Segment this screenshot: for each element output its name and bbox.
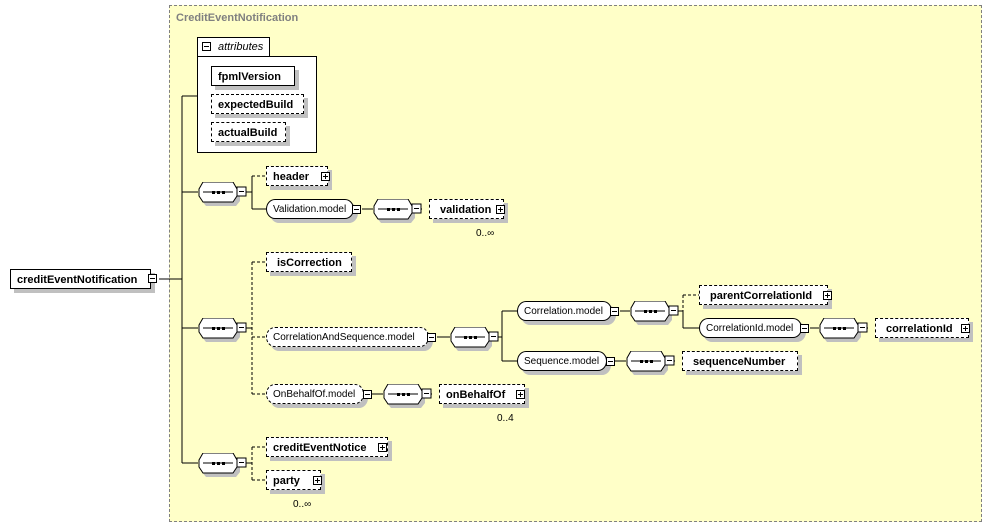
element-sequencenumber[interactable]: sequenceNumber	[682, 351, 798, 371]
element-crediteventnotice[interactable]: creditEventNotice	[266, 437, 388, 457]
group-label: Correlation.model	[524, 306, 603, 317]
group-label: Sequence.model	[524, 356, 600, 367]
element-label: validation	[440, 204, 492, 216]
collapse-toggle-icon[interactable]	[606, 357, 615, 366]
attribute-expectedbuild[interactable]: expectedBuild	[211, 94, 304, 114]
cardinality-label: 0..4	[497, 413, 514, 424]
group-sequence-model[interactable]: Sequence.model	[517, 351, 607, 371]
cardinality-label: 0..∞	[476, 228, 495, 239]
collapse-toggle-icon[interactable]	[610, 307, 619, 316]
element-label: onBehalfOf	[446, 389, 506, 401]
sequence-compositor-icon[interactable]	[450, 327, 500, 353]
collapse-toggle-icon[interactable]	[148, 274, 157, 283]
element-label: party	[273, 475, 300, 487]
attribute-label: fpmlVersion	[218, 71, 281, 83]
group-label: CorrelationId.model	[706, 323, 794, 334]
sequence-compositor-icon[interactable]	[630, 301, 680, 327]
root-element-node[interactable]: creditEventNotification	[10, 269, 151, 289]
element-label: correlationId	[886, 323, 953, 335]
collapse-toggle-icon[interactable]	[363, 390, 372, 399]
sequence-compositor-icon[interactable]	[198, 453, 248, 479]
group-correlationandsequence-model[interactable]: CorrelationAndSequence.model	[266, 327, 429, 347]
element-onbehalfof[interactable]: onBehalfOf	[439, 384, 525, 404]
group-onbehalfof-model[interactable]: OnBehalfOf.model	[266, 384, 364, 404]
element-label: parentCorrelationId	[710, 290, 813, 302]
expand-icon[interactable]	[378, 443, 387, 452]
group-correlation-model[interactable]: Correlation.model	[517, 301, 612, 321]
attribute-label: actualBuild	[218, 127, 278, 139]
cardinality-label: 0..∞	[293, 499, 312, 510]
element-label: isCorrection	[277, 257, 342, 269]
element-validation[interactable]: validation	[429, 199, 504, 219]
collapse-toggle-icon[interactable]	[800, 324, 809, 333]
root-element-label: creditEventNotification	[17, 274, 138, 286]
sequence-compositor-icon[interactable]	[819, 318, 869, 344]
sequence-compositor-icon[interactable]	[626, 351, 676, 377]
expand-icon[interactable]	[516, 390, 525, 399]
attribute-fpmlversion[interactable]: fpmlVersion	[211, 66, 295, 86]
group-label: Validation.model	[273, 204, 347, 215]
element-correlationid[interactable]: correlationId	[875, 318, 969, 338]
expand-icon[interactable]	[321, 172, 330, 181]
expand-icon[interactable]	[961, 324, 970, 333]
group-label: OnBehalfOf.model	[273, 389, 356, 400]
sequence-compositor-icon[interactable]	[383, 384, 433, 410]
attributes-collapse-icon[interactable]	[202, 42, 211, 51]
element-parentcorrelationid[interactable]: parentCorrelationId	[699, 285, 828, 305]
element-label: creditEventNotice	[273, 442, 367, 454]
sequence-compositor-icon[interactable]	[198, 182, 248, 208]
sequence-compositor-icon[interactable]	[373, 199, 423, 225]
complex-type-title: CreditEventNotification	[176, 12, 299, 24]
element-iscorrection[interactable]: isCorrection	[266, 252, 352, 272]
element-header[interactable]: header	[266, 166, 328, 186]
group-label: CorrelationAndSequence.model	[273, 332, 415, 343]
attributes-tab: attributes	[197, 37, 270, 57]
expand-icon[interactable]	[496, 205, 505, 214]
expand-icon[interactable]	[313, 476, 322, 485]
collapse-toggle-icon[interactable]	[427, 333, 436, 342]
attributes-tab-label: attributes	[218, 41, 264, 53]
element-label: sequenceNumber	[693, 356, 786, 368]
collapse-toggle-icon[interactable]	[352, 205, 361, 214]
group-correlationid-model[interactable]: CorrelationId.model	[699, 318, 802, 338]
element-label: header	[273, 171, 310, 183]
attribute-actualbuild[interactable]: actualBuild	[211, 122, 286, 142]
expand-icon[interactable]	[823, 291, 832, 300]
attribute-label: expectedBuild	[218, 99, 294, 111]
sequence-compositor-icon[interactable]	[198, 318, 248, 344]
group-validation-model[interactable]: Validation.model	[266, 199, 354, 219]
